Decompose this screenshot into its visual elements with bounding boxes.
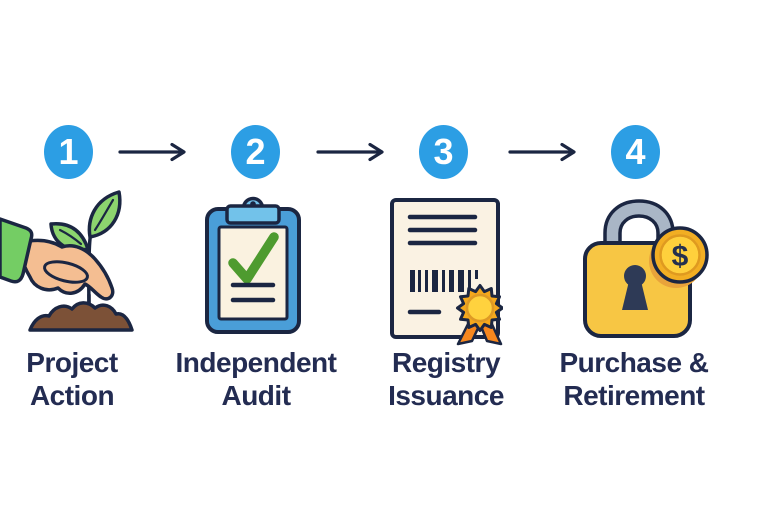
clipboard-check-icon — [205, 196, 301, 334]
step-3-label-line1: Registry — [391, 347, 501, 378]
step-2-label-line2: Audit — [221, 380, 291, 411]
step-4-label: Purchase & Retirement — [524, 346, 744, 412]
dollar-sign: $ — [672, 240, 689, 273]
step-3-label-line2: Issuance — [388, 380, 504, 411]
step-2-number-badge: 2 — [231, 125, 280, 179]
step-1-label-line1: Project — [26, 347, 118, 378]
step-2-label-line1: Independent — [175, 347, 337, 378]
step-4-label-line1: Purchase & — [559, 347, 709, 378]
arrow-right-icon — [508, 142, 576, 162]
arrow-right-icon — [316, 142, 384, 162]
step-3-label: Registry Issuance — [336, 346, 556, 412]
certificate-barcode-seal-icon — [390, 198, 503, 346]
step-4-number-badge: 4 — [611, 125, 660, 179]
step-4-label-line2: Retirement — [563, 380, 705, 411]
padlock-coin-icon: $ — [583, 199, 709, 338]
step-2-label: Independent Audit — [146, 346, 366, 412]
step-1-number-badge: 1 — [44, 125, 93, 179]
barcode — [410, 270, 478, 292]
arrow-right-icon — [118, 142, 186, 162]
step-1-label: Project Action — [0, 346, 182, 412]
step-3-number-badge: 3 — [419, 125, 468, 179]
step-1-label-line2: Action — [29, 380, 115, 411]
hand-planting-seedling-icon — [0, 190, 134, 332]
